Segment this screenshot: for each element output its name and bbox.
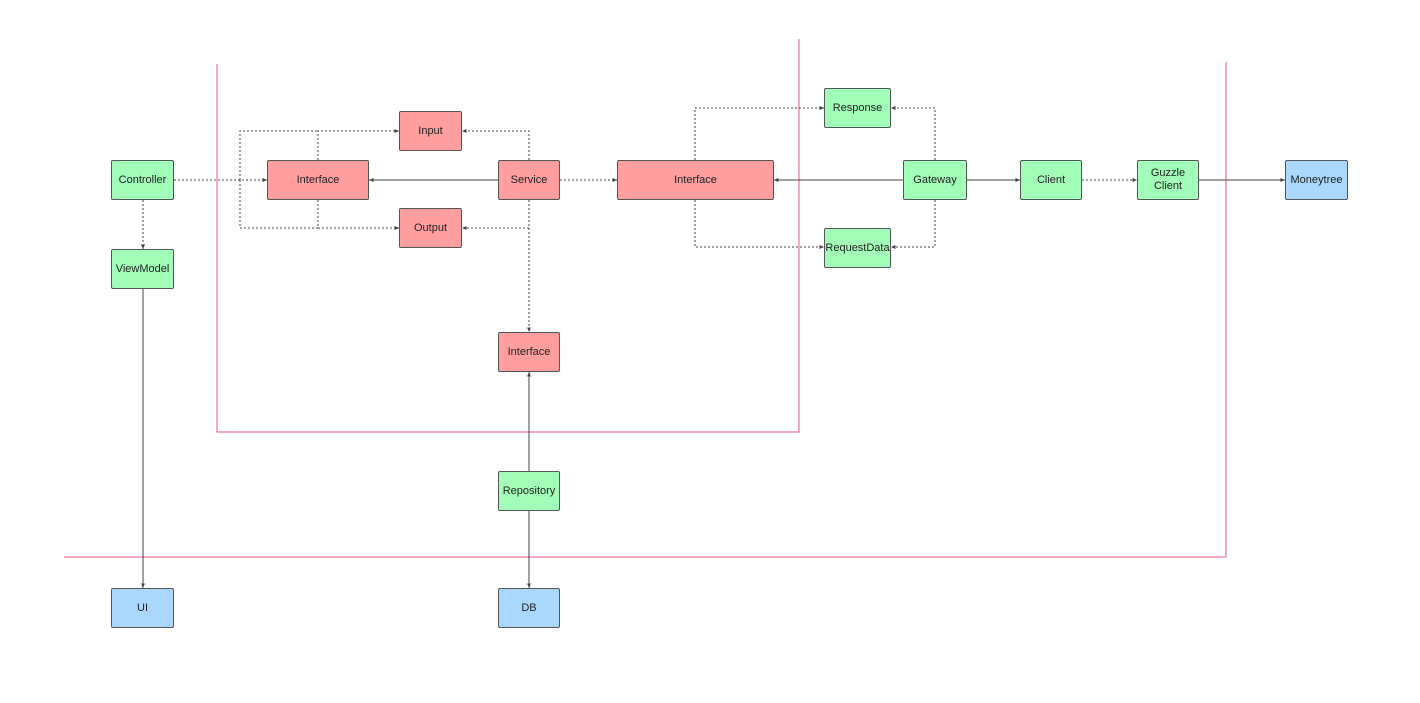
ui-node[interactable]: UI <box>111 588 174 628</box>
boundary-outer <box>64 62 1227 558</box>
edge-gateway-requestdata <box>891 200 936 249</box>
edge-service-input <box>462 129 530 160</box>
edge-interface-requestdata <box>694 200 824 249</box>
boundary-inner <box>216 39 800 433</box>
edge-interface-input <box>317 129 399 160</box>
service-node[interactable]: Service <box>498 160 560 200</box>
edge-gateway-response <box>891 106 936 160</box>
db-node[interactable]: DB <box>498 588 560 628</box>
edge-controller-input <box>239 130 318 180</box>
requestdata-node[interactable]: RequestData <box>824 228 891 268</box>
edge-service-output <box>462 200 530 230</box>
usecase-interface-node[interactable]: Interface <box>267 160 369 200</box>
repository-node[interactable]: Repository <box>498 471 560 511</box>
moneytree-node[interactable]: Moneytree <box>1285 160 1348 200</box>
edge-interface-response <box>694 106 824 160</box>
gateway-node[interactable]: Gateway <box>903 160 967 200</box>
viewmodel-node[interactable]: ViewModel <box>111 249 174 289</box>
response-node[interactable]: Response <box>824 88 891 128</box>
controller-node[interactable]: Controller <box>111 160 174 200</box>
guzzle-client-node[interactable]: Guzzle Client <box>1137 160 1199 200</box>
output-node[interactable]: Output <box>399 208 462 248</box>
gateway-interface-node[interactable]: Interface <box>617 160 774 200</box>
edge-controller-output <box>239 180 318 229</box>
edge-interface-output <box>317 200 399 230</box>
input-node[interactable]: Input <box>399 111 462 151</box>
repository-interface-node[interactable]: Interface <box>498 332 560 372</box>
client-node[interactable]: Client <box>1020 160 1082 200</box>
